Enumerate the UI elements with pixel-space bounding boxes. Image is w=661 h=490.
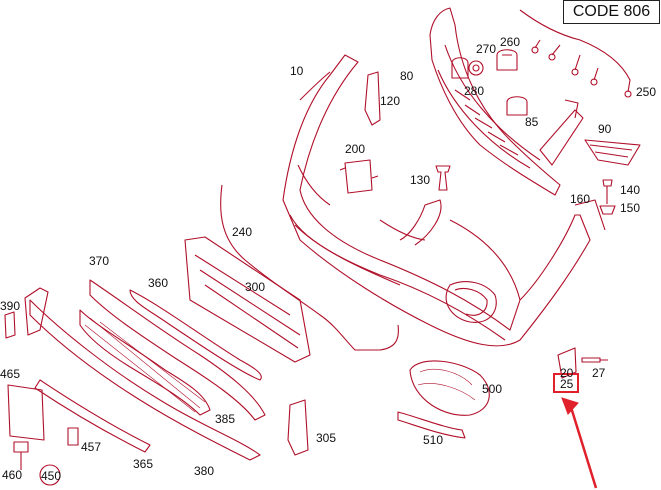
- bracket-120: [364, 71, 381, 126]
- clip-130: [435, 165, 451, 191]
- part-450-marker: [39, 464, 61, 486]
- label-500: 500: [482, 382, 503, 396]
- label-160: 160: [570, 192, 591, 206]
- label-20: 20: [560, 366, 574, 380]
- module-200: [339, 159, 379, 194]
- side-grille-part: [584, 139, 641, 166]
- absorber-300: [184, 236, 311, 363]
- label-385: 385: [215, 412, 236, 426]
- harness-250: [519, 9, 631, 93]
- label-465: 465: [0, 367, 21, 381]
- label-120: 120: [380, 94, 401, 108]
- label-10: 10: [290, 64, 304, 78]
- harness-240: [220, 184, 399, 351]
- ring-270: [468, 60, 484, 76]
- label-280: 280: [464, 84, 485, 98]
- label-200: 200: [345, 142, 366, 156]
- label-260: 260: [500, 35, 521, 49]
- fog-grille-500: [409, 360, 490, 416]
- label-365: 365: [133, 457, 154, 471]
- label-27: 27: [592, 366, 606, 380]
- label-240: 240: [232, 225, 253, 239]
- trim-510: [397, 411, 466, 439]
- label-90: 90: [598, 122, 612, 136]
- bracket-305: [287, 399, 309, 456]
- label-460: 460: [2, 468, 23, 482]
- bolt-27: [581, 357, 608, 363]
- clip-457: [67, 427, 79, 446]
- label-305: 305: [316, 431, 337, 445]
- bracket-20: [557, 347, 577, 379]
- label-85: 85: [525, 115, 539, 129]
- label-130: 130: [410, 173, 431, 187]
- bumper-cover-part: [282, 54, 591, 347]
- sensor-85: [506, 96, 528, 116]
- upper-grille-part: [429, 7, 584, 196]
- red-highlight-box: [553, 373, 579, 393]
- label-270: 270: [476, 42, 497, 56]
- plate-465: [7, 384, 45, 441]
- label-80: 80: [400, 69, 414, 83]
- spoiler-370: [89, 279, 266, 421]
- bolt-460: [13, 441, 29, 470]
- label-380: 380: [194, 464, 215, 478]
- label-370: 370: [89, 254, 110, 268]
- lower-grille-385: [79, 309, 211, 416]
- sensor-280: [451, 57, 469, 79]
- strip-360: [129, 289, 262, 381]
- label-140: 140: [620, 183, 641, 197]
- label-25: 25: [560, 377, 574, 391]
- label-150: 150: [620, 201, 641, 215]
- strip-365: [34, 379, 151, 453]
- label-360: 360: [148, 276, 169, 290]
- sensor-260: [496, 49, 518, 71]
- bracket-390: [24, 287, 49, 336]
- label-510: 510: [423, 433, 444, 447]
- label-457: 457: [81, 440, 102, 454]
- label-390: 390: [0, 299, 21, 313]
- trim-380: [29, 299, 261, 461]
- code-badge: CODE 806: [563, 0, 660, 24]
- screw-140: [599, 179, 616, 215]
- label-450: 450: [41, 469, 62, 483]
- red-pointer-arrow: [568, 403, 598, 489]
- label-300: 300: [245, 280, 266, 294]
- red-arrow-head: [561, 397, 579, 415]
- label-250: 250: [636, 85, 657, 99]
